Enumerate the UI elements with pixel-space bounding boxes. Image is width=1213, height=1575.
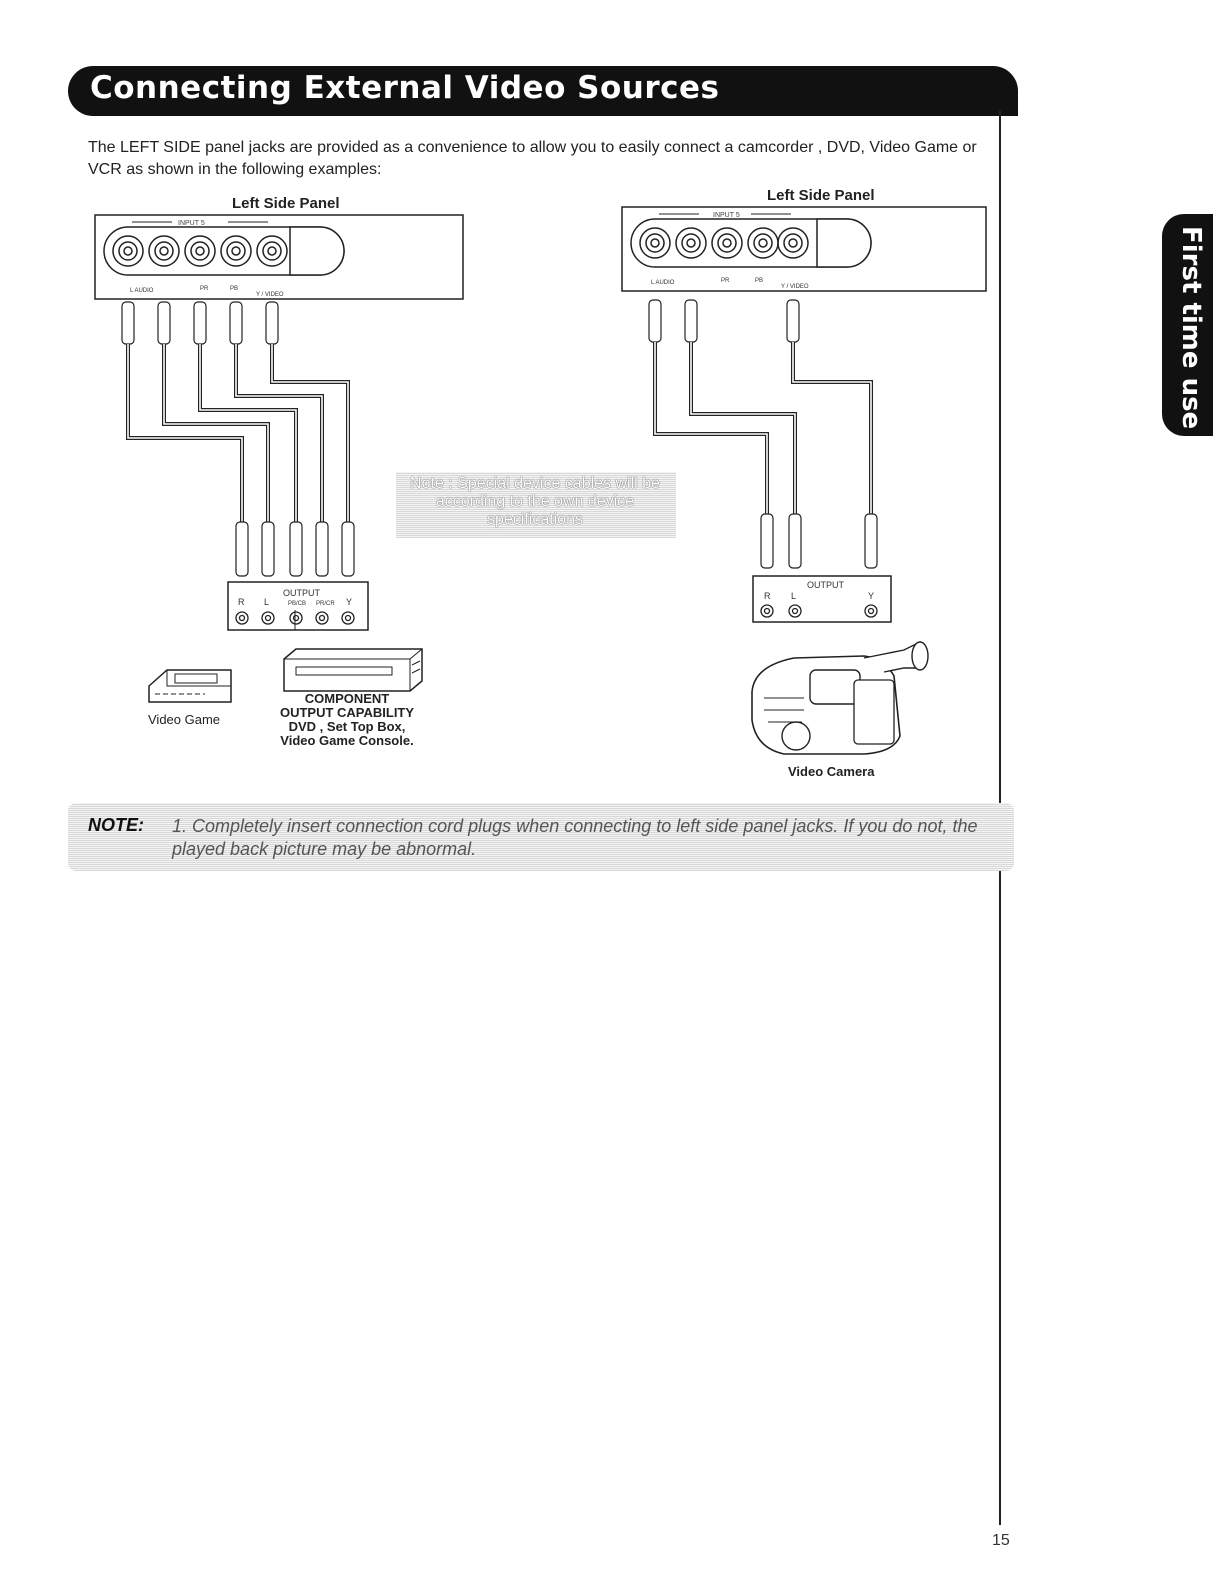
page-title: Connecting External Video Sources: [90, 70, 720, 106]
video-game-caption: Video Game: [148, 712, 221, 727]
component-caption-line-1: COMPONENT: [304, 691, 390, 706]
right-connection-diagram: INPUT 5 L AUDIO PR PB Y / VIDEO OUTPUT R…: [621, 206, 987, 623]
right-jack-label-video: Y / VIDEO: [781, 284, 809, 290]
right-jack-label-pb: PB: [755, 278, 763, 284]
left-jack-label-pr: PR: [200, 286, 209, 292]
left-panel-title: Left Side Panel: [232, 195, 340, 212]
left-output-jack-l: L: [264, 597, 269, 607]
left-jack-label-pb: PB: [230, 286, 238, 292]
bottom-note-box: [68, 803, 1014, 871]
component-caption-line-4: Video Game Console.: [280, 733, 414, 748]
cable-note-box: [396, 472, 676, 538]
left-output-jack-y: Y: [346, 597, 352, 607]
left-jack-label-video: Y / VIDEO: [256, 292, 284, 298]
left-output-jack-pr: PR/CR: [316, 601, 335, 607]
left-output-jack-pb: PB/CB: [288, 601, 306, 607]
right-jack-label-pr: PR: [721, 278, 730, 284]
right-output-jack-l: L: [791, 591, 796, 601]
right-output-jack-r: R: [764, 591, 771, 601]
bottom-note-label: NOTE:: [88, 815, 144, 835]
left-output-label: OUTPUT: [283, 588, 321, 598]
component-caption-line-2: OUTPUT CAPABILITY: [279, 705, 415, 720]
video-game-console-icon: [148, 669, 232, 703]
left-output-jack-r: R: [238, 597, 245, 607]
right-panel-title: Left Side Panel: [767, 187, 875, 204]
right-output-jack-y: Y: [868, 591, 874, 601]
left-connection-diagram: INPUT 5 L AUDIO PR PB Y / VIDEO OUTPUT R…: [94, 214, 464, 631]
dvd-player-icon: [283, 648, 423, 692]
cable-note-text: Note : Special device cables will be acc…: [410, 475, 660, 528]
video-camera-caption: Video Camera: [788, 764, 875, 779]
bottom-note-text: 1. Completely insert connection cord plu…: [172, 816, 978, 859]
component-device-caption: COMPONENT OUTPUT CAPABILITY DVD , Set To…: [262, 692, 432, 748]
right-input-label: INPUT 5: [713, 212, 740, 219]
video-camera-icon: [751, 641, 929, 755]
right-output-label: OUTPUT: [807, 580, 845, 590]
side-tab-label: First time use: [1176, 226, 1206, 430]
component-caption-line-3: DVD , Set Top Box,: [288, 719, 406, 734]
left-input-label: INPUT 5: [178, 220, 205, 227]
side-tab: [1162, 214, 1213, 436]
page-number: 15: [992, 1532, 1010, 1549]
title-bar: [68, 66, 1018, 116]
intro-paragraph: The LEFT SIDE panel jacks are provided a…: [88, 139, 977, 178]
right-jack-label-audio: L AUDIO: [651, 280, 675, 286]
left-jack-label-audio: L AUDIO: [130, 288, 154, 294]
